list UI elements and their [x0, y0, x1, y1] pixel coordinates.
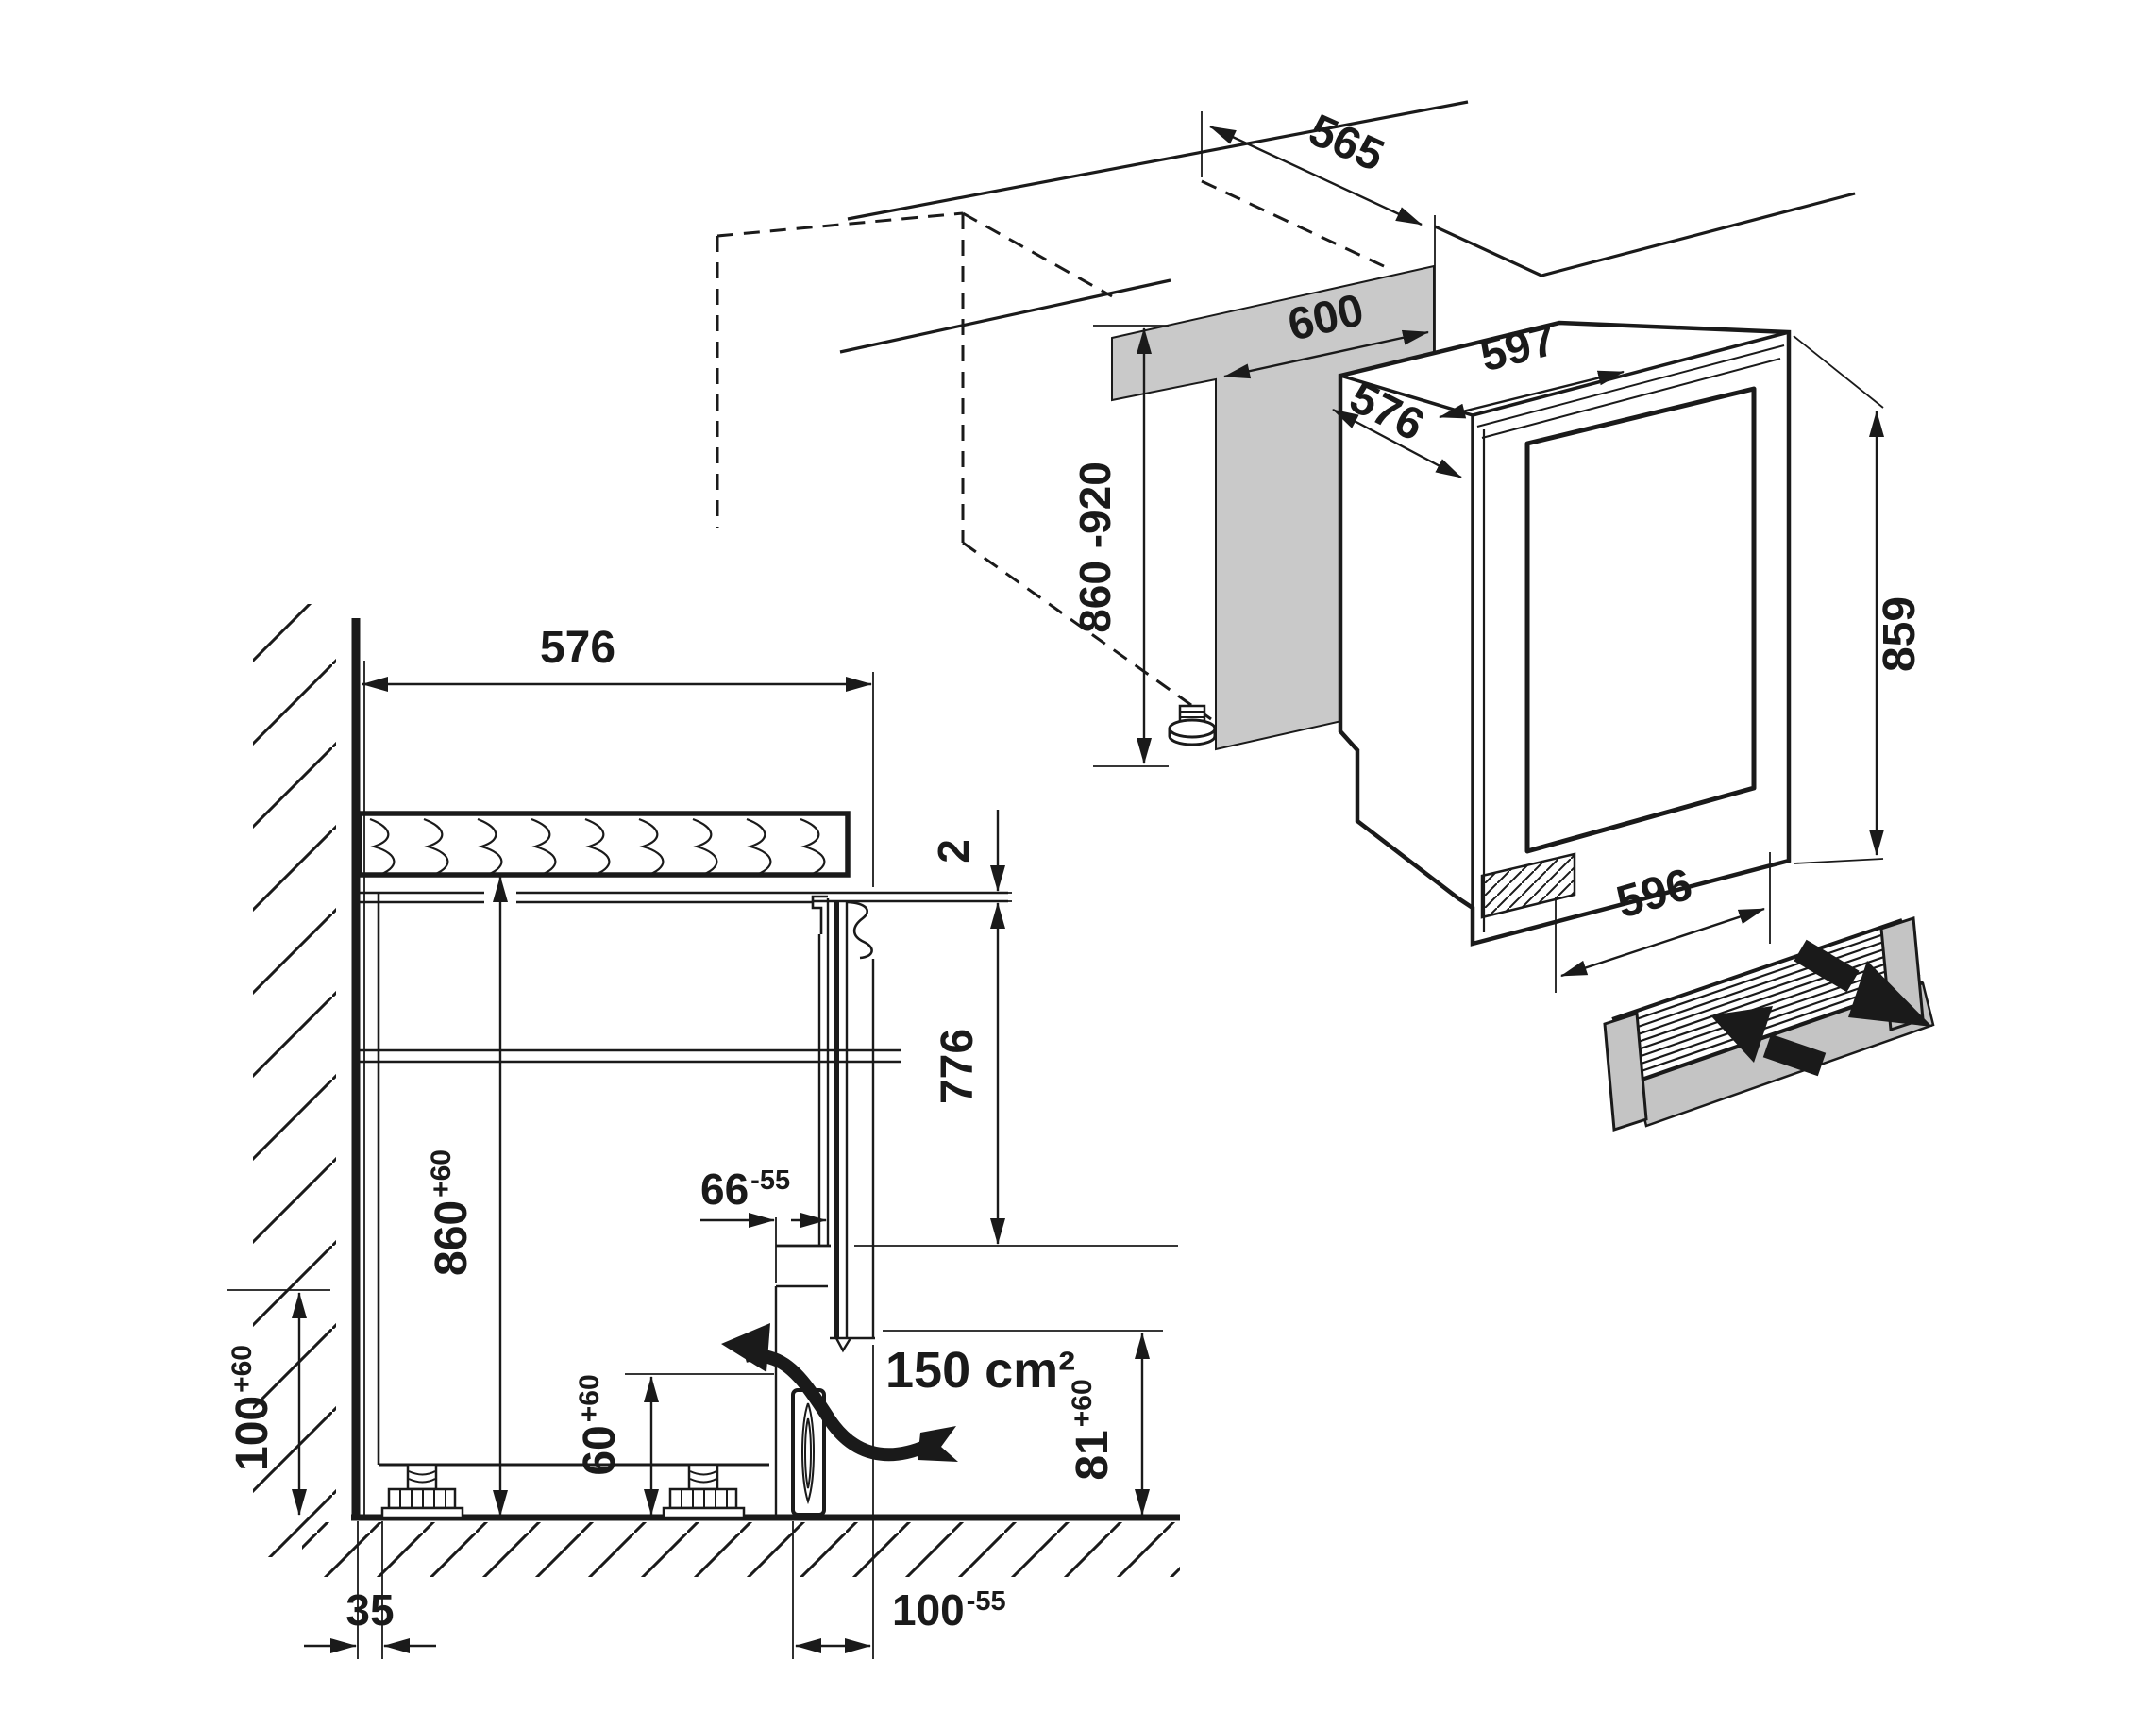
door-bottom-notch: [830, 1336, 875, 1353]
floor-hatch: [302, 1522, 1180, 1577]
niche-foot: [1168, 704, 1217, 746]
worktop: [357, 811, 851, 878]
appliance-3d: [1338, 320, 1792, 947]
counter-front-edge: [839, 278, 1171, 354]
appliance-height-label: 859: [1875, 596, 1925, 672]
counter-trim-profile: [847, 900, 873, 960]
vent-recess: [774, 1284, 828, 1517]
plinth-recess-label: 100-55: [892, 1585, 1006, 1635]
dim-plinth-height: 100+60: [227, 1289, 330, 1516]
dim-plinth-recess: 100-55: [792, 1345, 1006, 1659]
svg-text:81+60: 81+60: [1067, 1379, 1118, 1480]
dim-wall-clearance: 35: [304, 1521, 436, 1659]
counter-right-edge: [1434, 192, 1856, 277]
door-section: [811, 895, 1008, 1353]
appliance-base-grille: [1480, 852, 1576, 919]
door-height-label: 776: [933, 1029, 983, 1104]
section-break-lines: [356, 1048, 901, 1064]
dim-base-height: 81+60: [883, 1330, 1163, 1516]
dim-door-recess: 66-55: [700, 1165, 827, 1283]
perspective-view: 565 600 860 -920: [716, 100, 1935, 1132]
dim-vent-clearance: 60+60: [574, 1373, 774, 1516]
cabinet-top-rails: [360, 891, 1008, 904]
dim-top-gap: 2: [834, 810, 1012, 902]
dim-appliance-height: 859: [1793, 335, 1925, 864]
worktop-grain: [369, 817, 826, 878]
section-view: 576 2 776 860+60: [227, 604, 1180, 1659]
niche-depth-label: 565: [1302, 105, 1391, 181]
dim-counter-width: 576: [362, 623, 874, 887]
door-recess-label: 66-55: [700, 1165, 790, 1214]
svg-text:100+60: 100+60: [227, 1345, 278, 1471]
airflow-out-arrow-icon: [1794, 939, 1932, 1027]
appliance-door-window: [1524, 386, 1757, 854]
leveling-foot-left: [380, 1463, 464, 1519]
plinth-board-grain: [801, 1402, 815, 1505]
leveling-foot-right: [662, 1463, 746, 1519]
wall-clearance-label: 35: [345, 1585, 394, 1635]
dim-niche-height: 860+60: [426, 876, 508, 1517]
airflow-in-arrow-icon: [1710, 1006, 1827, 1077]
airflow-arrow-icon: [721, 1323, 958, 1462]
top-gap-label: 2: [929, 839, 978, 864]
svg-text:860+60: 860+60: [426, 1149, 477, 1276]
vent-grille-icon: [1603, 915, 1935, 1132]
vent-area-label: 150 cm²: [885, 1342, 1075, 1399]
niche-height-range-label: 860 -920: [1070, 461, 1120, 633]
dim-door-height: 776: [854, 902, 1178, 1247]
dim-niche-depth: 565: [1209, 105, 1423, 226]
plinth-vent-section: [774, 1244, 831, 1517]
svg-text:60+60: 60+60: [574, 1374, 625, 1475]
dim-niche-height-range: 860 -920: [1070, 325, 1169, 767]
door-top-hook: [811, 895, 828, 934]
counter-width-label: 576: [540, 623, 615, 673]
counter-back-edge: [847, 100, 1469, 221]
